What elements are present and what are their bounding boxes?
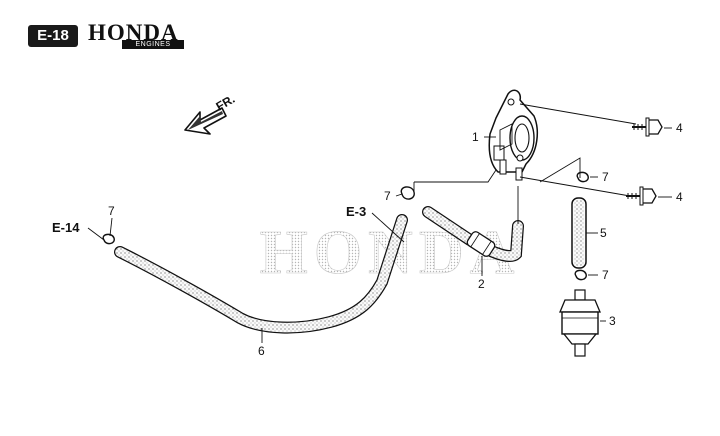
fuel-filter: [559, 289, 601, 357]
clip-middle: [400, 186, 415, 200]
fuel-hose-long: [114, 214, 408, 334]
fuel-tube-straight: [571, 197, 587, 269]
clip-left: [102, 233, 115, 245]
bolt-lower: [626, 186, 657, 206]
callout-3: 3: [609, 314, 616, 328]
callout-6: 6: [258, 344, 265, 358]
hose-sleeve: [466, 231, 496, 257]
fuel-pump: [488, 89, 539, 181]
reference-middle: E-3: [346, 204, 366, 219]
callout-7-lower-right: 7: [602, 268, 609, 282]
brand-subtitle: ENGINES: [122, 40, 184, 49]
callout-7-left: 7: [108, 204, 115, 218]
clip-upper-right: [576, 171, 589, 183]
fuel-hose-short: [422, 206, 524, 262]
callout-2: 2: [478, 277, 485, 291]
front-direction-arrow: FR.: [184, 92, 237, 135]
callout-1: 1: [472, 130, 479, 144]
clip-lower-right: [574, 269, 587, 281]
callout-7-upper-right: 7: [602, 170, 609, 184]
callout-4-lower: 4: [676, 190, 683, 204]
leader-lines: [87, 103, 672, 343]
section-code-badge: E-18: [28, 25, 78, 47]
callout-4-upper: 4: [676, 121, 683, 135]
reference-left: E-14: [52, 220, 80, 235]
bolt-upper: [632, 117, 663, 137]
callout-5: 5: [600, 226, 607, 240]
callout-7-middle: 7: [384, 189, 391, 203]
